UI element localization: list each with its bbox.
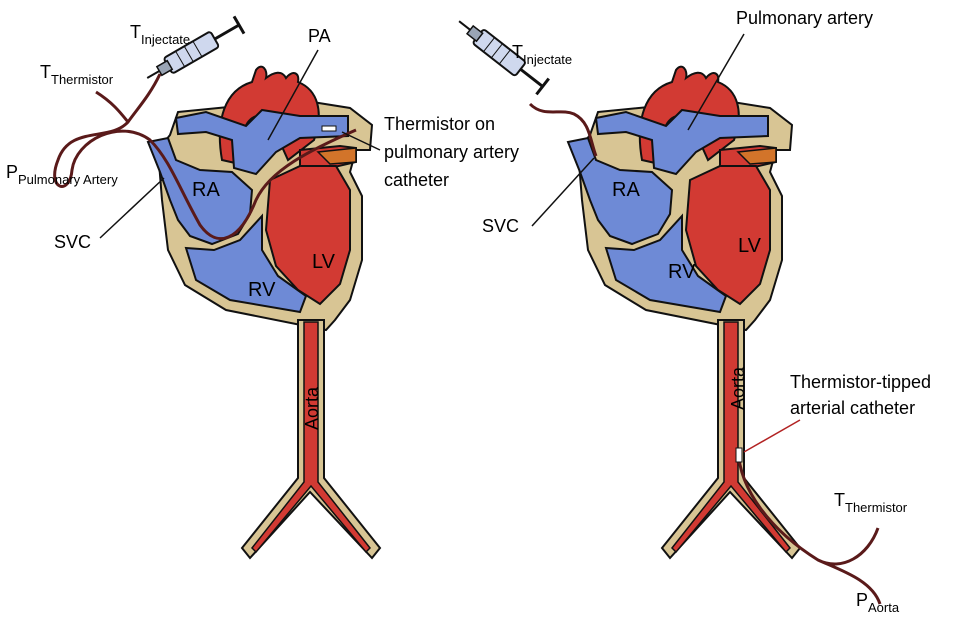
left-thermistor-note-line1: Thermistor on — [384, 114, 495, 134]
left-thermistor-note-line3: catheter — [384, 170, 449, 190]
right-rv-label: RV — [668, 261, 696, 283]
left-pa-label: PA — [308, 26, 331, 46]
left-ra-label: RA — [192, 179, 220, 201]
left-t-thermistor-label: TThermistor — [40, 62, 114, 87]
right-t-thermistor-label: TThermistor — [834, 490, 908, 515]
left-rv-label: RV — [248, 279, 276, 301]
right-pulmonary-artery-label: Pulmonary artery — [736, 8, 873, 28]
right-p-aorta-label: PAorta — [856, 590, 900, 615]
right-thermistor-note-line2: arterial catheter — [790, 398, 915, 418]
right-panel: TInjectate Pulmonary artery SVC RA RV LV… — [453, 8, 931, 615]
left-t-injectate-label: TInjectate — [130, 22, 190, 47]
left-panel: TInjectate TThermistor PPulmonary Artery… — [6, 16, 519, 558]
right-lv-label: LV — [738, 235, 762, 257]
left-p-pulmonary-label: PPulmonary Artery — [6, 162, 118, 187]
right-thermistor-tip — [736, 448, 742, 462]
left-thermistor-note-line2: pulmonary artery — [384, 142, 519, 162]
left-svc-label: SVC — [54, 232, 91, 252]
right-heart-illustration — [568, 67, 800, 558]
right-svc-label: SVC — [482, 216, 519, 236]
left-thermistor-tip — [322, 126, 336, 131]
right-ra-label: RA — [612, 179, 640, 201]
right-thermistor-pointer — [744, 420, 800, 452]
left-lv-label: LV — [312, 251, 336, 273]
right-arterial-catheter — [738, 450, 880, 604]
left-aorta-label: Aorta — [302, 386, 322, 430]
left-heart-illustration — [148, 67, 380, 558]
right-aorta-label: Aorta — [728, 366, 748, 410]
right-thermistor-note-line1: Thermistor-tipped — [790, 372, 931, 392]
left-svc-pointer — [100, 178, 164, 238]
left-thermistor-lead — [96, 92, 128, 122]
